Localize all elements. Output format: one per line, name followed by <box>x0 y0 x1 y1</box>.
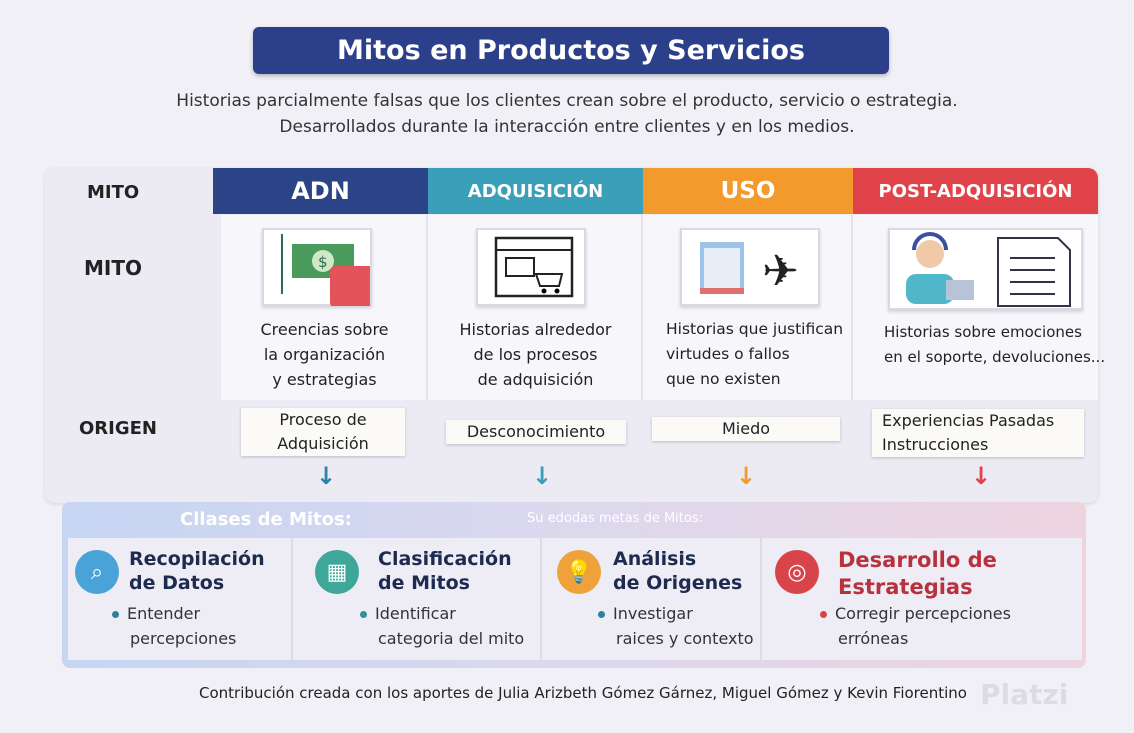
row-label-origen: ORIGEN <box>79 418 157 439</box>
subtitle-line-2: Desarrollados durante la interacción ent… <box>279 117 855 137</box>
panel-title: Cllases de Mitos: <box>180 509 352 530</box>
money-thumbs-down-icon: $ <box>262 228 372 306</box>
support-document-icon <box>888 228 1083 310</box>
arrow-down-icon: ↓ <box>316 462 337 490</box>
page-title: Mitos en Productos y Servicios <box>253 27 889 74</box>
panel-subtitle: Su edodas metas de Mitos: <box>527 511 703 526</box>
arrow-down-icon: ↓ <box>736 462 757 490</box>
svg-text:✈: ✈ <box>762 246 799 297</box>
row-label-mito: MITO <box>84 256 142 280</box>
header-adquisicion: ADQUISICIÓN <box>428 168 643 214</box>
platzi-watermark: Platzi <box>980 678 1069 711</box>
header-adn: ADN <box>213 168 428 214</box>
uso-origin: Miedo <box>652 417 840 441</box>
hotel-plane-icon: ✈ <box>680 228 820 306</box>
footer-credits: Contribución creada con los aportes de J… <box>199 684 967 702</box>
target-icon: ◎ <box>775 550 819 594</box>
header-post-adquisicion: POST-ADQUISICIÓN <box>853 168 1098 214</box>
subtitle-line-1: Historias parcialmente falsas que los cl… <box>176 91 958 111</box>
adquisicion-origin: Desconocimiento <box>446 420 626 444</box>
arrow-down-icon: ↓ <box>971 462 992 490</box>
arrow-down-icon: ↓ <box>532 462 553 490</box>
shopping-browser-icon <box>476 228 586 306</box>
header-label: MITO <box>87 182 140 203</box>
grid-icon: ▦ <box>315 550 359 594</box>
search-bubble-icon: ⌕ <box>75 550 119 594</box>
lightbulb-icon: 💡 <box>557 550 601 594</box>
svg-text:$: $ <box>318 253 328 271</box>
header-uso: USO <box>643 168 853 214</box>
